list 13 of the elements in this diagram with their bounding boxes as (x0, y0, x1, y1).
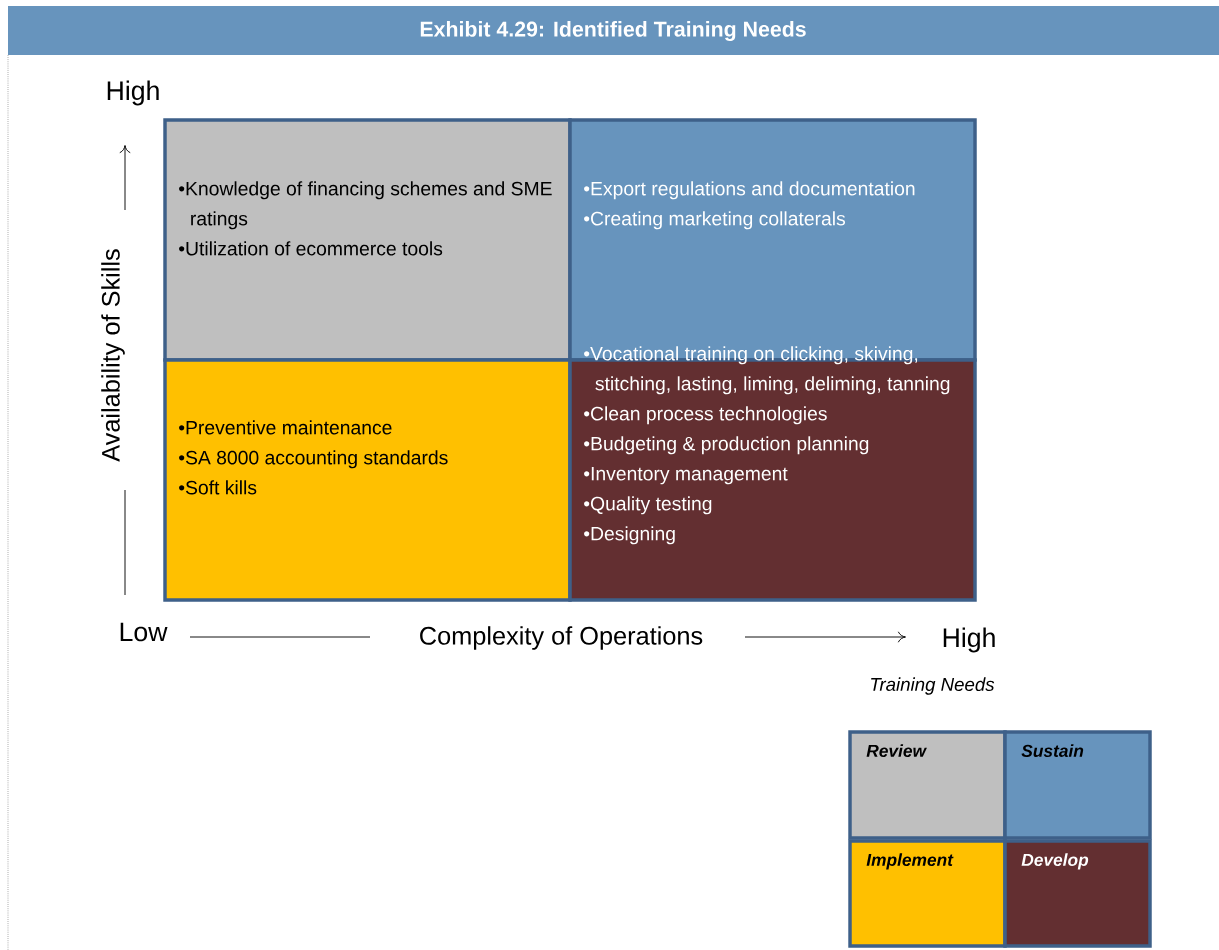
legend-cell: Review (848, 730, 1007, 840)
axis-label: High (107, 80, 159, 106)
legend-cell: Develop (1003, 839, 1152, 948)
axis-label: High (943, 627, 995, 653)
axis-label: Low (120, 622, 168, 642)
axis-label: Training Needs (871, 677, 995, 695)
quadrant-box: •Knowledge of financing schemes and SME ratings •Utilization of ecommerce tools (163, 118, 572, 362)
legend-cell: Implement (848, 839, 1007, 948)
quadrant-box: •Preventive maintenance •SA 8000 accounting standards •Soft kills (163, 358, 572, 602)
axis-label: Availability of Skills (101, 249, 125, 462)
legend-cell: Sustain (1003, 730, 1152, 840)
title-bar: Exhibit 4.29: Identified Training Needs (8, 6, 1219, 55)
axis-label: Complexity of Operations (420, 626, 703, 650)
